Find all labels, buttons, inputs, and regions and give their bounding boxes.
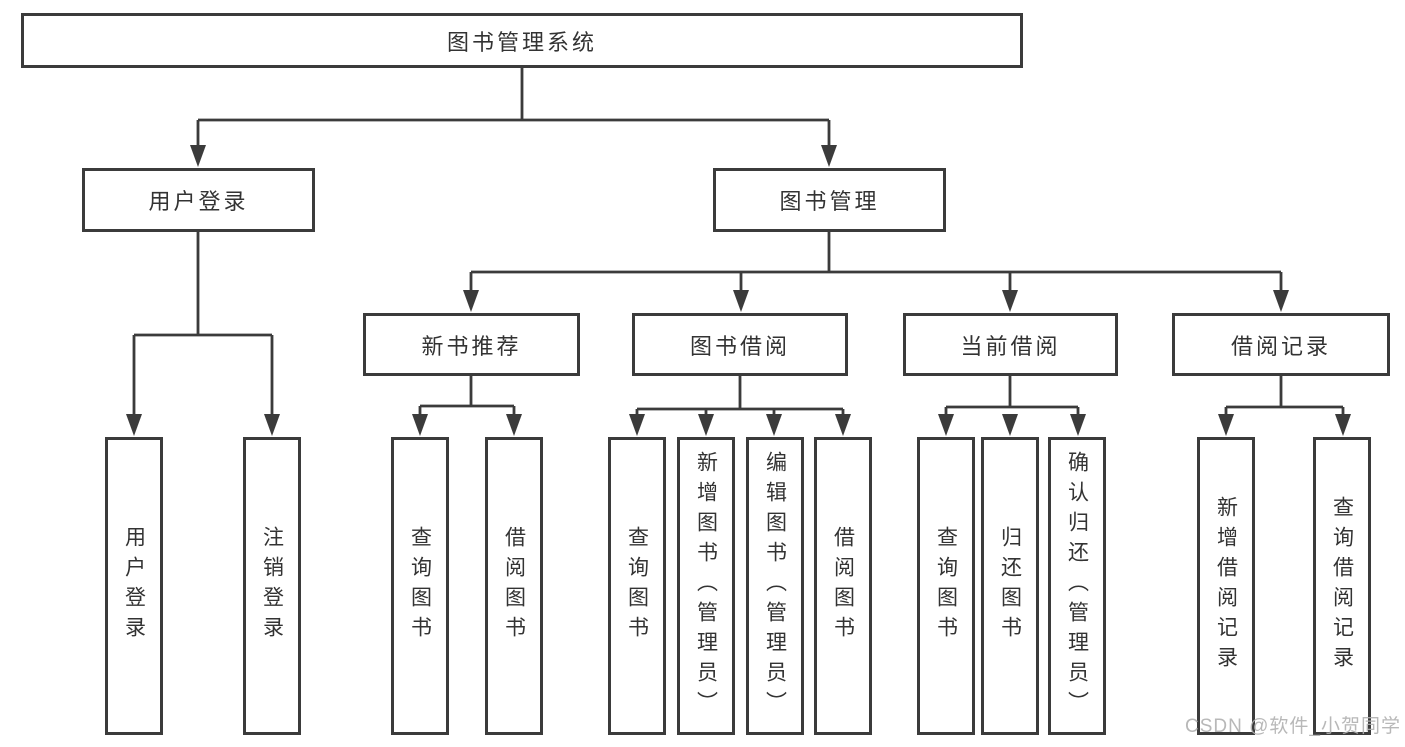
leaf-current-return-book: 归还图书: [981, 437, 1039, 735]
node-borrow-record-label: 借阅记录: [1230, 333, 1331, 359]
leaf-current-confirm-return-admin-label: 确认归还（管理员）: [1065, 451, 1089, 721]
leaf-current-query-book-label: 查询图书: [934, 526, 958, 646]
node-book-borrow: 图书借阅: [632, 313, 848, 376]
node-user-login-label: 用户登录: [148, 189, 249, 214]
node-root-system: 图书管理系统: [21, 13, 1023, 68]
leaf-newbook-query-book-label: 查询图书: [408, 526, 432, 646]
connector-paths: [132, 68, 1345, 416]
node-book-management-label: 图书管理: [779, 189, 880, 214]
leaf-record-add-record-label: 新增借阅记录: [1214, 496, 1238, 676]
node-book-borrow-label: 图书借阅: [689, 333, 790, 359]
node-user-login: 用户登录: [82, 168, 315, 232]
arrowheads: [126, 145, 1351, 436]
node-current-borrow-label: 当前借阅: [960, 333, 1061, 359]
leaf-borrow-add-book-admin-label: 新增图书（管理员）: [694, 451, 718, 721]
leaf-record-add-record: 新增借阅记录: [1197, 437, 1255, 735]
node-new-book-recommend-label: 新书推荐: [421, 333, 522, 359]
leaf-user-login-label: 用户登录: [122, 526, 146, 646]
leaf-borrow-query-book: 查询图书: [608, 437, 666, 735]
node-current-borrow: 当前借阅: [903, 313, 1118, 376]
node-root-label: 图书管理系统: [446, 29, 597, 55]
leaf-current-return-book-label: 归还图书: [998, 526, 1022, 646]
csdn-watermark: CSDN @软件_小贺同学: [1185, 716, 1401, 737]
leaf-user-login: 用户登录: [105, 437, 163, 735]
leaf-borrow-edit-book-admin-label: 编辑图书（管理员）: [763, 451, 787, 721]
leaf-borrow-edit-book-admin: 编辑图书（管理员）: [746, 437, 804, 735]
leaf-borrow-borrow-book-label: 借阅图书: [831, 526, 855, 646]
node-new-book-recommend: 新书推荐: [363, 313, 580, 376]
leaf-newbook-borrow-book-label: 借阅图书: [502, 526, 526, 646]
leaf-borrow-query-book-label: 查询图书: [625, 526, 649, 646]
leaf-current-query-book: 查询图书: [917, 437, 975, 735]
leaf-record-query-record-label: 查询借阅记录: [1330, 496, 1354, 676]
leaf-newbook-query-book: 查询图书: [391, 437, 449, 735]
leaf-logout-login: 注销登录: [243, 437, 301, 735]
node-book-management: 图书管理: [713, 168, 946, 232]
leaf-logout-login-label: 注销登录: [260, 526, 284, 646]
leaf-borrow-add-book-admin: 新增图书（管理员）: [677, 437, 735, 735]
leaf-current-confirm-return-admin: 确认归还（管理员）: [1048, 437, 1106, 735]
leaf-record-query-record: 查询借阅记录: [1313, 437, 1371, 735]
leaf-newbook-borrow-book: 借阅图书: [485, 437, 543, 735]
node-borrow-record: 借阅记录: [1172, 313, 1390, 376]
leaf-borrow-borrow-book: 借阅图书: [814, 437, 872, 735]
